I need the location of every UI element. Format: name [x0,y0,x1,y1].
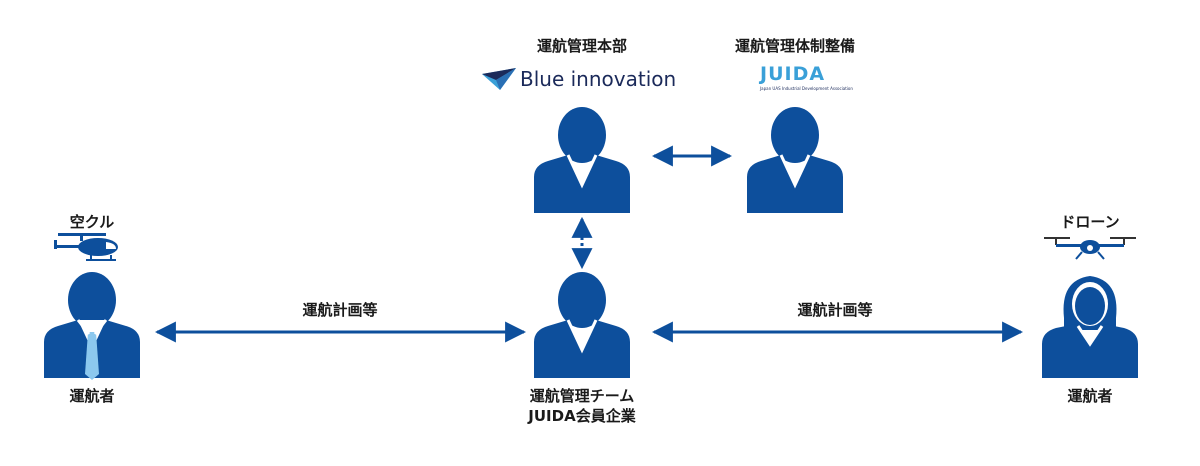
node-label-sky-car: 空クル [69,213,115,231]
edge-label-right: 運航計画等 [797,301,873,319]
tie-icon [85,332,99,380]
drone-icon [1044,237,1136,260]
edge-label-left: 運航計画等 [302,301,378,319]
node-label-framework: 運航管理体制整備 [734,37,855,55]
operator-label-drone: 運航者 [1067,387,1113,405]
person-framework [747,107,843,213]
logo-juida: JUIDA [760,63,826,85]
node-label-team-line2: JUIDA会員企業 [528,407,636,425]
logo-blue-innovation: Blue innovation [520,67,677,91]
logo-juida-subtitle: Japan UAS Industrial Development Associa… [760,86,853,91]
paper-plane-icon [482,68,516,90]
node-label-team-line1: 運航管理チーム [529,387,635,405]
helicopter-icon [54,233,118,261]
node-label-hq: 運航管理本部 [536,37,627,55]
node-label-drone: ドローン [1060,213,1120,231]
person-drone-operator [1042,276,1138,378]
operator-label-sky-car: 運航者 [69,387,115,405]
person-team [534,272,630,378]
person-hq [534,107,630,213]
person-sky-car-operator [44,272,140,380]
